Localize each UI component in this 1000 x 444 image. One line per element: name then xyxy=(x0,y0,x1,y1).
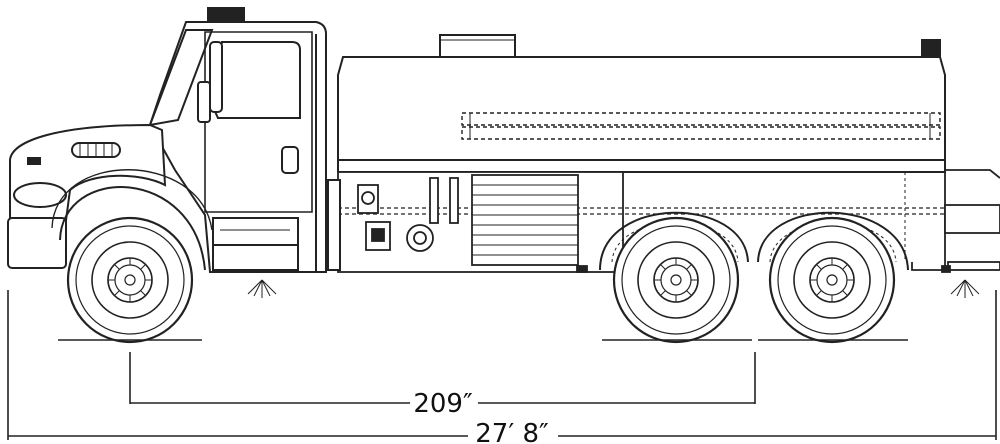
rear-fenders xyxy=(599,211,909,271)
rollup-door xyxy=(471,174,579,266)
rear-wheel-2 xyxy=(768,216,896,344)
cab xyxy=(148,7,341,273)
wheelbase-dimension xyxy=(129,352,756,404)
wheelbase-label: 209″ xyxy=(413,389,473,419)
valve-box xyxy=(365,221,391,251)
overall-length-dimension xyxy=(7,290,997,440)
front-wheel xyxy=(66,216,194,344)
tank-body xyxy=(337,34,946,173)
chassis xyxy=(337,169,1000,273)
tank-shell xyxy=(337,56,946,161)
overall-length-label: 27′ 8″ xyxy=(475,419,549,444)
rear-wheel-1 xyxy=(612,216,740,344)
hood xyxy=(7,123,213,271)
tank-hatch xyxy=(439,34,516,58)
front-bumper xyxy=(7,217,67,269)
cab-roof-light xyxy=(207,7,245,23)
headlight xyxy=(13,182,67,208)
beacon-light xyxy=(921,39,941,57)
mud-flaps xyxy=(247,279,980,298)
